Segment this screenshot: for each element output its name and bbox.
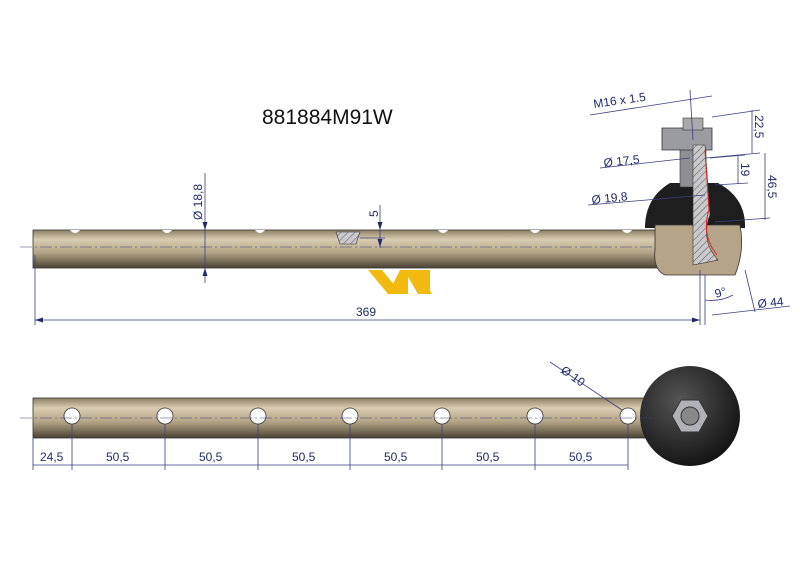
stud-top-view [680,406,700,426]
taper-large-dia-label: Ø 19,8 [591,189,629,207]
section-outline [704,149,718,256]
spacing-label: 50,5 [569,450,593,464]
spacing-label: 24,5 [40,450,64,464]
groove-depth-label: 5 [367,210,381,217]
brand-logo [368,270,432,294]
taper-length-label: 19 [738,163,752,177]
housing-dia-label: Ø 44 [757,294,785,311]
adjustment-holes [63,407,637,425]
nut-height-label: 22,5 [752,115,766,139]
spacing-label: 50,5 [384,450,408,464]
angle-label: 9° [713,284,728,301]
spacing-label: 50,5 [106,450,130,464]
bottom-view: 24,5 50,5 50,5 50,5 50,5 50,5 50,5 Ø 10 [20,361,740,470]
top-view: Ø 18,8 5 369 M16 x 1.5 22,5 46,5 19 Ø 17… [20,90,791,325]
rod-grooves [70,230,632,233]
stud-tip [682,117,704,131]
part-number-title: 881884M91W [262,106,393,129]
spacing-label: 50,5 [199,450,223,464]
stud-section [692,144,719,266]
rod-diameter-label: Ø 18,8 [191,184,205,220]
hole-dia-label: Ø 10 [558,363,588,390]
spacing-label: 50,5 [476,450,500,464]
length-label: 369 [356,305,376,319]
taper-small-dia-label: Ø 17,5 [603,152,641,170]
spacing-label: 50,5 [292,450,316,464]
groove-section [335,231,361,245]
stud-height-label: 46,5 [765,175,779,199]
